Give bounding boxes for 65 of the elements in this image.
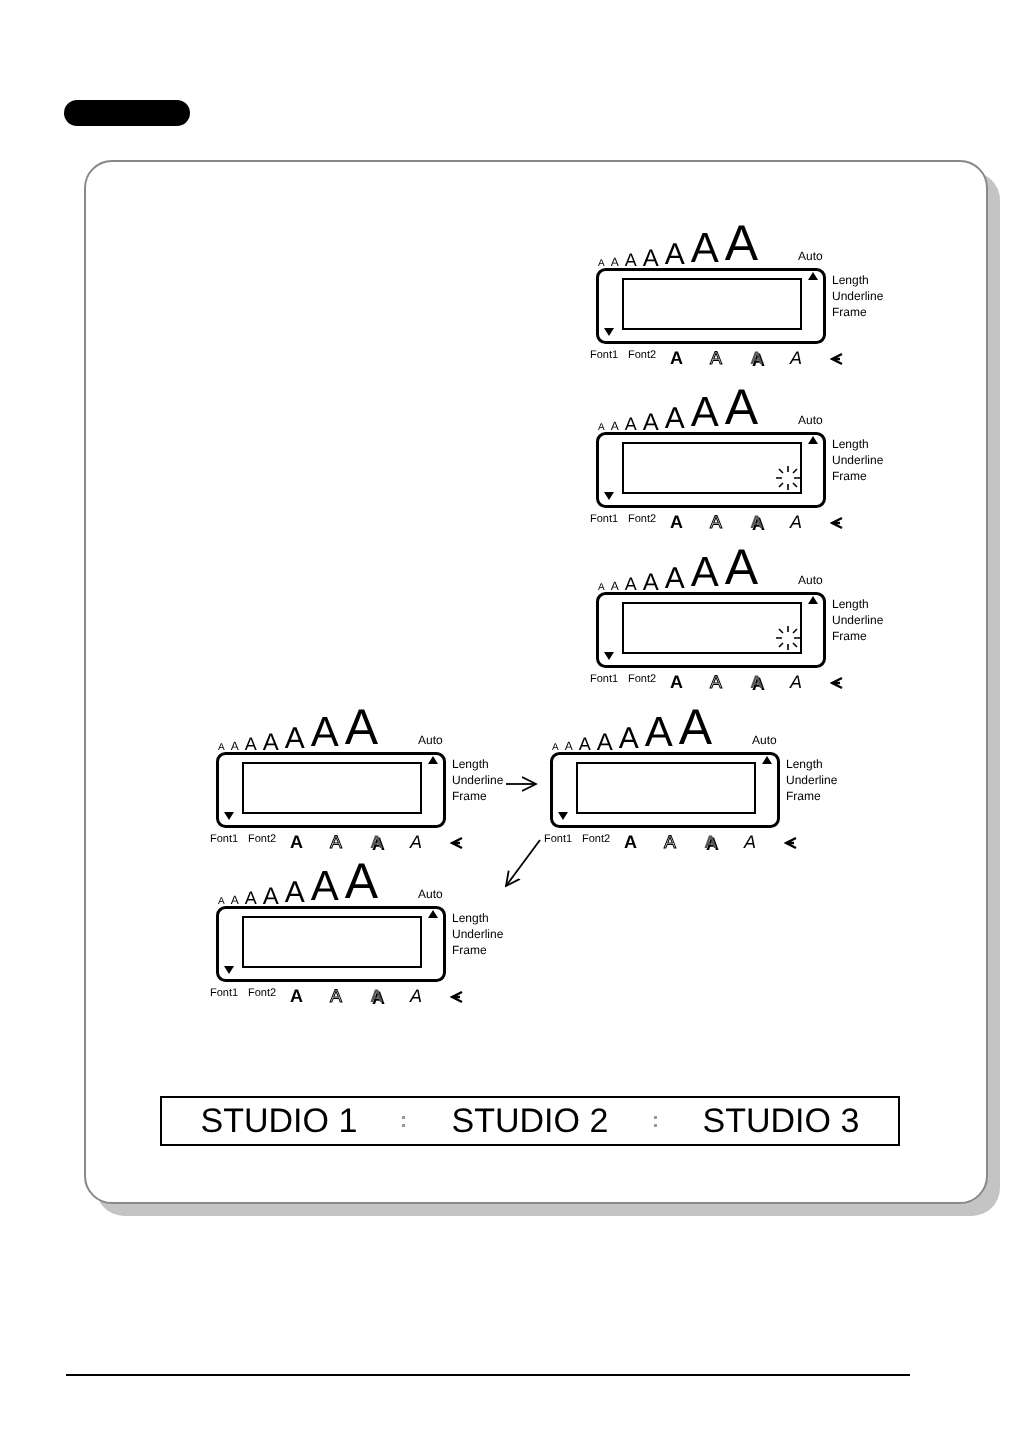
style-indicator: A [370, 833, 385, 851]
size-indicator: A [618, 724, 639, 754]
size-indicator: A [690, 552, 719, 594]
size-indicator: A [664, 564, 685, 594]
size-indicator: A [244, 736, 257, 754]
style-indicator: A [704, 833, 719, 851]
style-indicator: A [670, 673, 685, 691]
size-indicator: A [310, 712, 339, 754]
style-indicator: A [330, 833, 345, 851]
style-indicator: A [710, 349, 725, 367]
lcd-display-drawing [586, 220, 886, 370]
style-indicator: A [670, 513, 685, 531]
style-indicator: A [744, 833, 759, 851]
size-indicator: A [664, 240, 685, 270]
style-indicator: A [290, 833, 305, 851]
size-indicator: A [690, 392, 719, 434]
tape-text: STUDIO 1 [200, 1104, 358, 1138]
style-indicator: A [710, 513, 725, 531]
size-indicator: A [664, 404, 685, 434]
tape-text: STUDIO 3 [702, 1104, 860, 1138]
lcd-display-drawing [586, 384, 886, 534]
style-indicator: A [790, 513, 805, 531]
size-indicator: A [678, 704, 713, 754]
style-indicator: A [750, 349, 765, 367]
lcd-display-drawing [206, 704, 506, 854]
size-indicator: A [244, 890, 257, 908]
size-indicator: A [724, 220, 759, 270]
size-indicator: A [624, 576, 637, 594]
style-indicator: A [670, 349, 685, 367]
style-indicator: A [410, 987, 425, 1005]
size-indicator: A [624, 252, 637, 270]
size-indicator: A [596, 730, 613, 754]
style-indicator: A [664, 833, 679, 851]
size-indicator: A [690, 228, 719, 270]
style-indicator: A [790, 349, 805, 367]
style-indicator: A [624, 833, 639, 851]
size-indicator: A [262, 730, 279, 754]
style-indicator: A [790, 673, 805, 691]
size-indicator: A [644, 712, 673, 754]
size-indicator: A [624, 416, 637, 434]
style-indicator: A [370, 987, 385, 1005]
style-indicator: A [750, 673, 765, 691]
style-indicator: A [330, 987, 345, 1005]
size-indicator: A [642, 246, 659, 270]
size-indicator: A [642, 410, 659, 434]
arrow [505, 839, 541, 887]
style-indicator: A [290, 987, 305, 1005]
size-indicator: A [262, 884, 279, 908]
style-indicator: A [710, 673, 725, 691]
size-indicator: A [344, 858, 379, 908]
size-indicator: A [310, 866, 339, 908]
lcd-display-drawing [206, 858, 506, 1008]
style-indicator: A [410, 833, 425, 851]
size-indicator: A [578, 736, 591, 754]
arrow [505, 776, 537, 792]
size-indicator: A [642, 570, 659, 594]
lcd-display-drawing [586, 544, 886, 694]
size-indicator: A [344, 704, 379, 754]
size-indicator: A [284, 878, 305, 908]
size-indicator: A [724, 384, 759, 434]
tape-text: STUDIO 2 [451, 1104, 609, 1138]
size-indicator: A [724, 544, 759, 594]
lcd-display-drawing [540, 704, 840, 854]
style-indicator: A [750, 513, 765, 531]
size-indicator: A [284, 724, 305, 754]
